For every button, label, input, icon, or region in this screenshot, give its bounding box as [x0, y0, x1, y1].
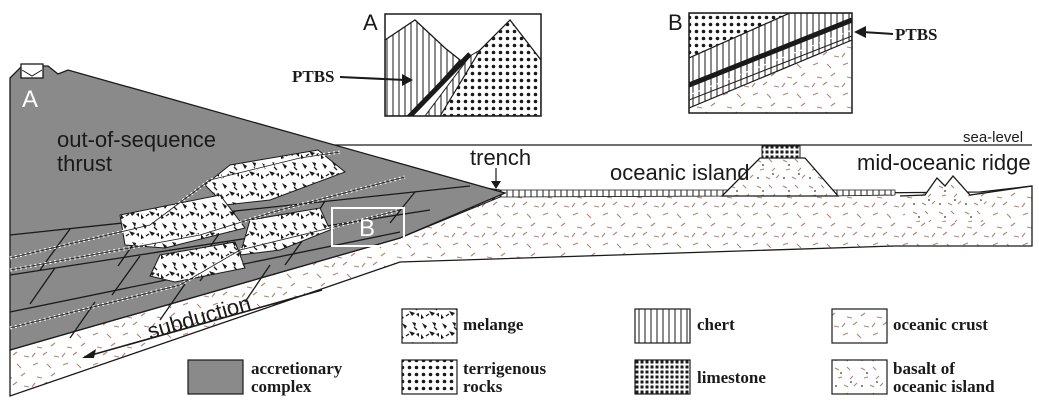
inset-b-ptbs-label: PTBS [895, 25, 938, 44]
limestone-cap [762, 146, 800, 158]
trench-label: trench [470, 145, 531, 170]
legend-accretionary-2: complex [251, 377, 312, 396]
legend-swatch-basalt [832, 360, 887, 394]
legend-basalt-2: oceanic island [893, 377, 995, 396]
oceanic-island-label: oceanic island [610, 160, 749, 185]
legend-swatch-limestone [635, 360, 690, 394]
legend-limestone: limestone [697, 368, 766, 387]
inset-b: B PTBS [668, 10, 938, 113]
inset-a-ptbs-label: PTBS [292, 67, 335, 86]
legend: accretionary complex melange terrigenous… [188, 309, 995, 396]
out-of-sequence-label-2: thrust [57, 151, 112, 176]
legend-oceanic-crust: oceanic crust [893, 315, 988, 334]
marker-b-label: B [359, 215, 375, 242]
legend-melange: melange [463, 315, 524, 334]
legend-basalt-1: basalt of [893, 359, 955, 378]
legend-swatch-chert [635, 309, 690, 343]
inset-b-ptbs-arrow [862, 32, 893, 34]
legend-swatch-melange [402, 309, 457, 343]
marker-a-label: A [22, 86, 38, 113]
legend-accretionary-1: accretionary [251, 359, 343, 378]
out-of-sequence-label-1: out-of-sequence [57, 127, 216, 152]
chert-layer [500, 190, 735, 197]
legend-terrigenous-1: terrigenous [463, 359, 546, 378]
mid-oceanic-ridge-label: mid-oceanic ridge [857, 150, 1031, 175]
legend-swatch-accretionary [188, 360, 243, 394]
legend-swatch-oceanic-crust [832, 309, 887, 343]
inset-b-title: B [668, 10, 683, 35]
inset-a: A PTBS [292, 10, 541, 118]
legend-swatch-terrigenous [402, 360, 457, 394]
legend-terrigenous-2: rocks [463, 377, 503, 396]
legend-chert: chert [697, 315, 735, 334]
inset-a-title: A [363, 10, 378, 35]
sea-level-label: sea-level [963, 129, 1023, 146]
